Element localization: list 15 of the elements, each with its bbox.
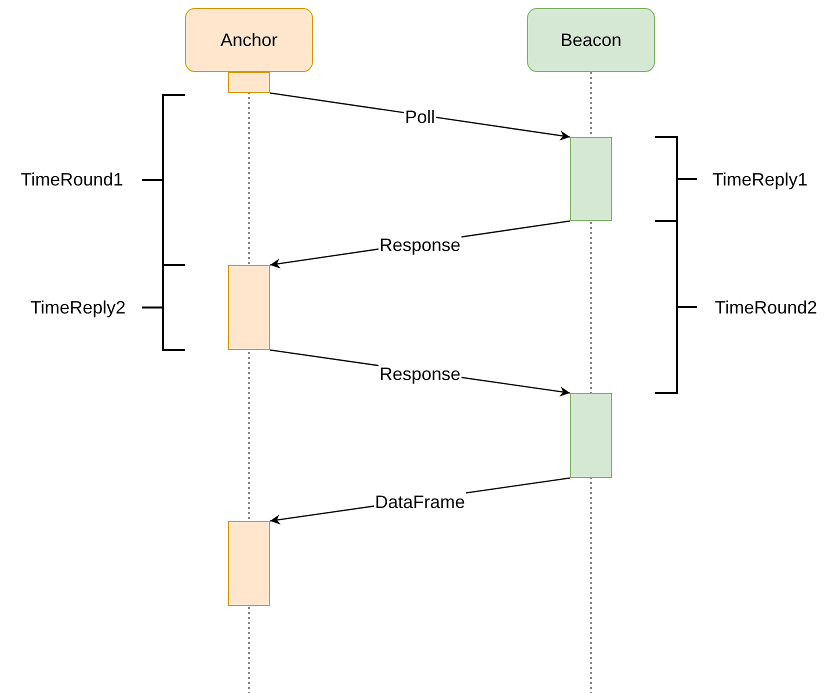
activation-bar — [570, 137, 612, 221]
activation-bar — [228, 72, 270, 93]
participant-box: Beacon — [527, 8, 655, 72]
interval-label: TimeReply2 — [30, 298, 126, 318]
message-label: Response — [378, 364, 462, 384]
interval-label: TimeReply1 — [712, 170, 808, 190]
interval-label: TimeRound1 — [20, 170, 124, 190]
message-label: DataFrame — [374, 492, 466, 512]
activation-bar — [228, 265, 270, 350]
interval-label: TimeRound2 — [714, 298, 818, 318]
message-arrow — [270, 92, 570, 140]
message-label: Response — [378, 235, 462, 255]
activation-bar — [570, 393, 612, 478]
participant-box: Anchor — [185, 8, 313, 72]
activation-bar — [228, 521, 270, 606]
